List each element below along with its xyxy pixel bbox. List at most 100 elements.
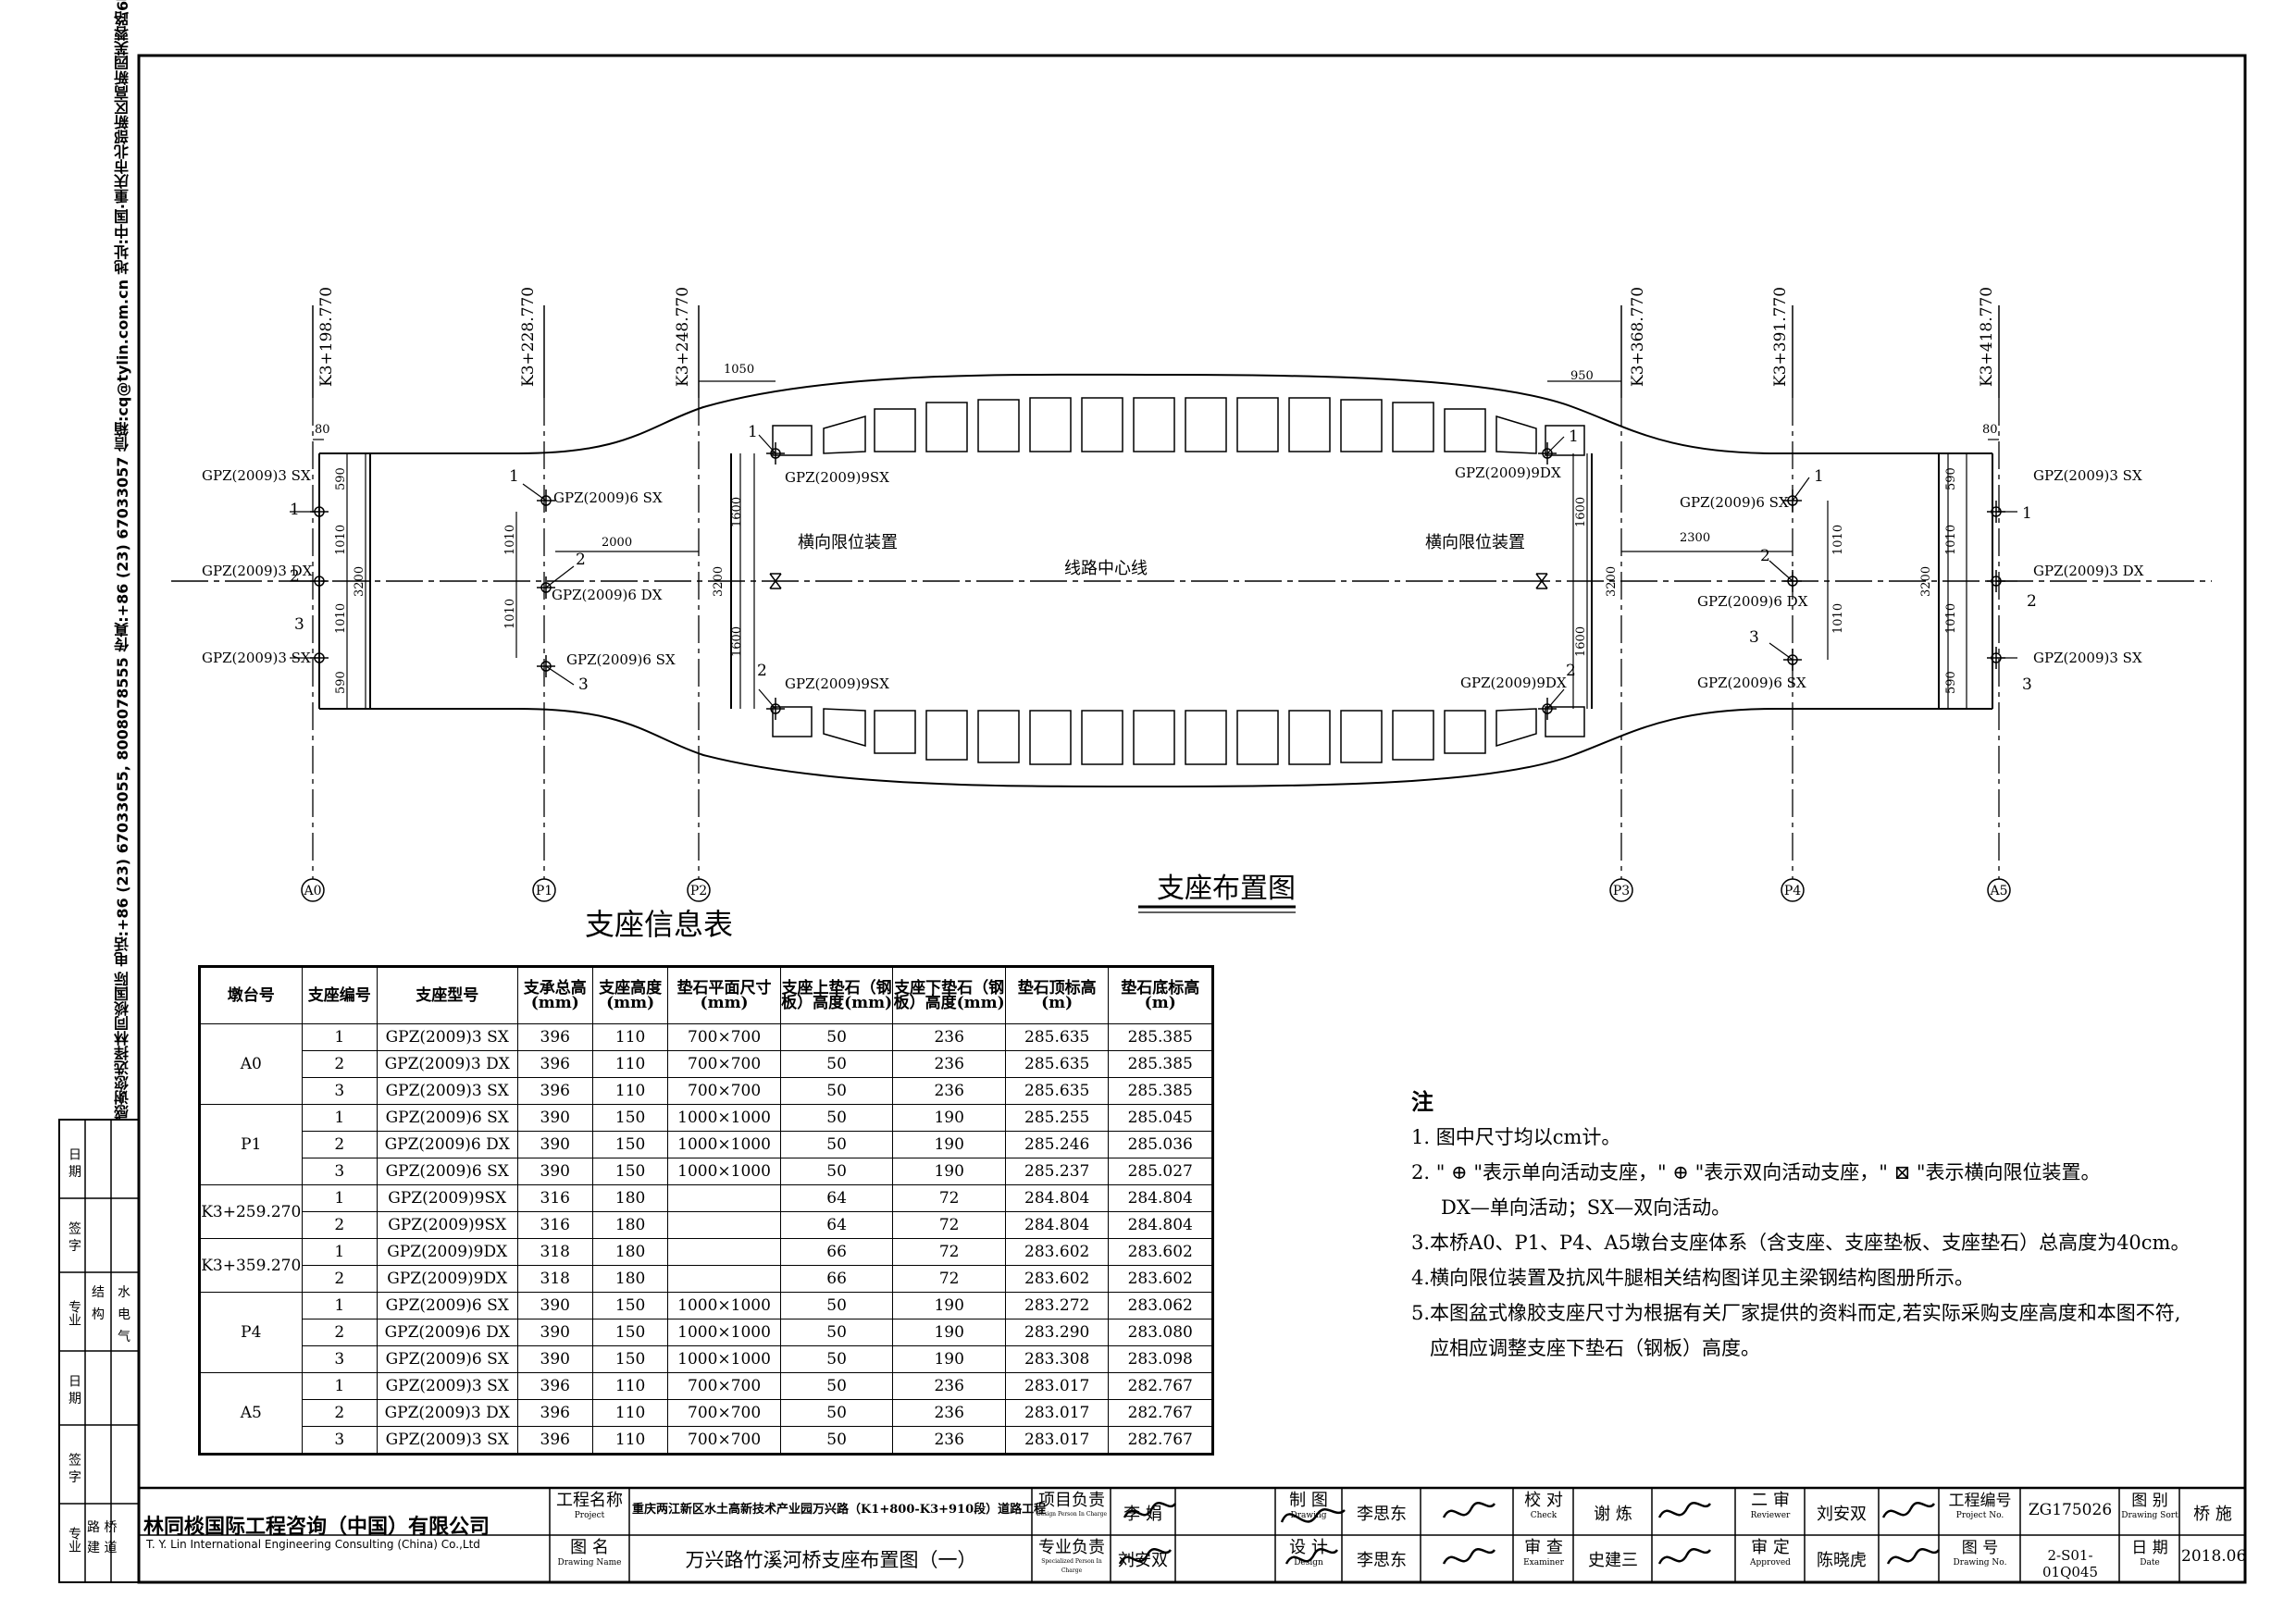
table-cell: 1000×1000 — [667, 1345, 781, 1373]
rev-name: 刘安双 — [1817, 1505, 1867, 1524]
table-cell: 110 — [591, 1372, 669, 1400]
note-2: 2. " ⊕ "表示单向活动支座，" ⊕ "表示双向活动支座，" ⊠ "表示横向… — [1411, 1161, 2101, 1183]
table-cell: 236 — [892, 1050, 1006, 1078]
table-cell: 110 — [591, 1399, 669, 1427]
station-a0: K3+198.770 — [317, 287, 336, 387]
table-cell: GPZ(2009)6 SX — [376, 1104, 518, 1132]
table-cell: 1000×1000 — [667, 1158, 781, 1185]
project-label: 工程名称 Project — [556, 1491, 623, 1521]
pier-cell: P4 — [199, 1292, 303, 1373]
table-cell: 283.602 — [1004, 1238, 1110, 1266]
table-cell: 282.767 — [1108, 1399, 1213, 1427]
table-cell: 180 — [591, 1265, 669, 1293]
pier-cell: A0 — [199, 1023, 303, 1105]
lateral-stop-label-right: 横向限位装置 — [1425, 533, 1525, 552]
exam-name: 史建三 — [1588, 1551, 1638, 1570]
num-1: 1 — [2022, 504, 2032, 523]
note-3: 3.本桥A0、P1、P4、A5墩台支座体系（含支座、支座垫板、支座垫石）总高度为… — [1411, 1232, 2191, 1254]
dim-3200: 3200 — [353, 566, 366, 597]
table-cell: 396 — [516, 1372, 593, 1400]
dim-1010: 1010 — [1831, 525, 1845, 555]
table-cell: 110 — [591, 1077, 669, 1105]
table-cell — [667, 1211, 781, 1239]
station-p3: K3+368.770 — [1629, 287, 1647, 387]
label-p4-1: GPZ(2009)6 SX — [1680, 494, 1789, 511]
dim-2300: 2300 — [1680, 531, 1710, 545]
table-cell: 2 — [301, 1131, 378, 1158]
table-cell: 390 — [516, 1319, 593, 1346]
num-1: 1 — [1569, 427, 1579, 446]
prof-list-c: 路 桥 建 道 — [87, 1520, 118, 1555]
table-cell: 72 — [892, 1238, 1006, 1266]
table-cell: 1 — [301, 1184, 378, 1212]
table-cell: 72 — [892, 1184, 1006, 1212]
table-cell: GPZ(2009)6 SX — [376, 1345, 518, 1373]
design-label: 设 计 Design — [1289, 1538, 1328, 1568]
sign-prof: 专业 — [67, 1300, 81, 1326]
th-bearing-no: 支座编号 — [301, 966, 378, 1024]
table-cell: 1 — [301, 1238, 378, 1266]
table-cell: 236 — [892, 1077, 1006, 1105]
dim-590: 590 — [1944, 467, 1958, 490]
sign-strip-labels: 日 期 签 字 专业 日 期 签 字 专业 — [59, 1120, 85, 1582]
num-1: 1 — [1814, 467, 1824, 486]
table-cell: 50 — [779, 1319, 894, 1346]
station-a5: K3+418.770 — [1978, 287, 1996, 387]
table-cell: 1000×1000 — [667, 1292, 781, 1319]
num-1: 1 — [748, 423, 758, 441]
table-cell: GPZ(2009)3 SX — [376, 1372, 518, 1400]
th-pier: 墩台号 — [199, 966, 303, 1024]
table-cell: 50 — [779, 1372, 894, 1400]
table-cell: 285.635 — [1004, 1077, 1110, 1105]
table-cell: 2 — [301, 1265, 378, 1293]
table-cell: 190 — [892, 1131, 1006, 1158]
lateral-stop-icon — [1535, 573, 1548, 589]
company-name-cn: 林同棪国际工程咨询（中国）有限公司 — [143, 1516, 490, 1539]
prof-list-a: 水 电 气 — [118, 1285, 130, 1344]
rev-label: 二 审 Reviewer — [1750, 1491, 1791, 1521]
num-2: 2 — [576, 551, 586, 569]
table-cell: 316 — [516, 1211, 593, 1239]
prof-list-b: 结 构 — [92, 1285, 105, 1322]
company-name-en: T. Y. Lin International Engineering Cons… — [146, 1538, 480, 1551]
num-2: 2 — [2027, 592, 2037, 611]
table-cell: 283.080 — [1108, 1319, 1213, 1346]
table-cell: 283.017 — [1004, 1399, 1110, 1427]
table-cell: GPZ(2009)6 DX — [376, 1131, 518, 1158]
date-label: 日 期 Date — [2131, 1539, 2168, 1567]
label-a5-3: GPZ(2009)3 SX — [2033, 650, 2142, 666]
projno-label: 工程编号 Project No. — [1948, 1492, 2012, 1520]
axis-label-p2: P2 — [690, 884, 707, 898]
table-cell: 390 — [516, 1345, 593, 1373]
table-cell: 150 — [591, 1345, 669, 1373]
table-cell: 700×700 — [667, 1023, 781, 1051]
table-cell: 285.635 — [1004, 1050, 1110, 1078]
axis-lines — [312, 398, 2000, 879]
table-cell: 285.255 — [1004, 1104, 1110, 1132]
appr-label: 审 定 Approved — [1750, 1538, 1791, 1568]
note-5: 5.本图盆式橡胶支座尺寸为根据有关厂家提供的资料而定,若实际采购支座高度和本图不… — [1411, 1302, 2181, 1324]
table-cell: 1000×1000 — [667, 1319, 781, 1346]
drawing-name: 万兴路竹溪河桥支座布置图（一） — [685, 1549, 977, 1571]
table-cell: 700×700 — [667, 1077, 781, 1105]
table-cell: 66 — [779, 1265, 894, 1293]
num-2: 2 — [1566, 662, 1576, 680]
table-cell: 190 — [892, 1345, 1006, 1373]
table-cell: 50 — [779, 1077, 894, 1105]
table-cell: 236 — [892, 1023, 1006, 1051]
label-p1-1: GPZ(2009)6 SX — [553, 489, 663, 506]
th-top-elev: 垫石顶标高(m) — [1004, 966, 1110, 1024]
project-name: 重庆两江新区水土高新技术产业园万兴路（K1+800-K3+910段）道路工程 — [632, 1503, 1047, 1517]
table-cell: GPZ(2009)9SX — [376, 1184, 518, 1212]
dim-3200: 3200 — [1919, 566, 1933, 597]
notes-title: 注 — [1411, 1088, 1433, 1115]
table-cell — [667, 1265, 781, 1293]
table-cell: 390 — [516, 1292, 593, 1319]
pier-cell: K3+359.270 — [199, 1238, 303, 1293]
table-cell: 1000×1000 — [667, 1104, 781, 1132]
